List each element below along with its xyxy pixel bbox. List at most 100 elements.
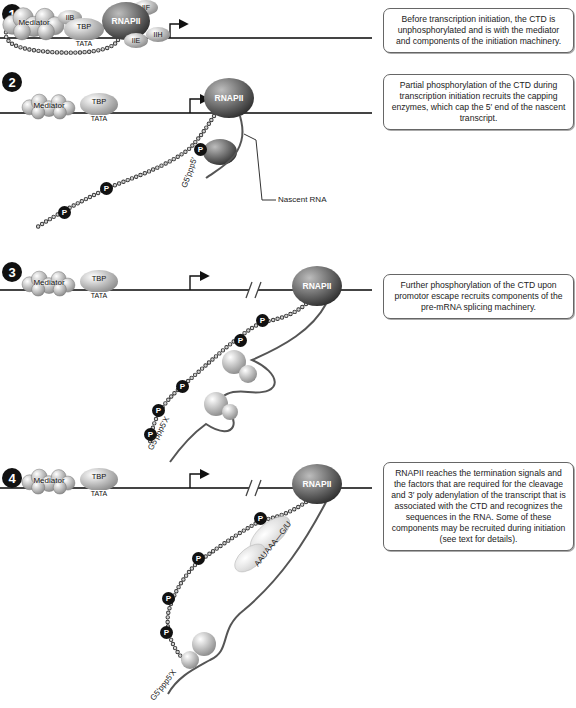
node-text: P [104, 185, 109, 193]
node-text: P [196, 555, 201, 563]
protein-blob: TBP TATA [64, 18, 104, 48]
dna-line [0, 37, 372, 39]
ctd-beads [168, 502, 306, 662]
pre-mrna [168, 502, 326, 694]
pre-mrna [170, 304, 326, 462]
splicing-factor [192, 632, 216, 656]
protein-blob: RNAPII [102, 2, 150, 40]
splicing-factor [181, 651, 199, 669]
node-text: TBP [77, 23, 92, 31]
protein-blob: RNAPII [292, 464, 342, 504]
ctd-beads [150, 304, 306, 444]
node-text: P [198, 146, 203, 154]
node-text: P [156, 407, 161, 415]
circle [100, 182, 113, 195]
node-text: P [166, 595, 171, 603]
splicing-factor [222, 404, 238, 420]
node-text: P [180, 383, 185, 391]
phospho-mark: P [58, 206, 71, 219]
node-text: RNAPII [112, 17, 141, 26]
node-text: TATA [90, 292, 108, 299]
node-text: TATA [90, 490, 108, 497]
phospho-mark: P [254, 512, 267, 525]
factor-blob [146, 27, 170, 42]
polymerase-blob [292, 464, 342, 504]
phospho-mark: P [256, 314, 269, 327]
capping-enzyme [203, 139, 237, 165]
tbp-blob [80, 93, 118, 116]
tss-arrow [190, 474, 207, 488]
ctd-beads [150, 304, 306, 444]
node-text: TATA [90, 115, 108, 122]
circle [2, 468, 22, 488]
tbp-blob [64, 18, 104, 41]
polymerase-blob [292, 266, 342, 306]
node-text: P [62, 209, 67, 217]
circle [256, 314, 269, 327]
node-text: P [164, 629, 169, 637]
factor-blob [124, 33, 148, 48]
circle [176, 380, 189, 393]
circle [160, 626, 173, 639]
node-text: RNAPII [303, 282, 332, 291]
protein-blob: RNAPII [292, 266, 342, 306]
nascent-rna [206, 116, 242, 178]
tss-arrow [170, 24, 186, 38]
ctd-beads [168, 502, 306, 662]
caption-box: RNAPII reaches the termination signals a… [383, 462, 574, 551]
caption-box: Further phosphorylation of the CTD upon … [383, 274, 574, 319]
node-text: RNAPII reaches the termination signals a… [390, 468, 567, 545]
node-text: Mediator [18, 19, 49, 27]
node-text: IIH [154, 31, 163, 38]
protein-blob: IIH [146, 27, 170, 42]
leader-line [244, 134, 276, 200]
protein-blob: TBP TATA [80, 468, 118, 498]
tss-arrow [190, 276, 207, 290]
polymerase-blob [102, 2, 150, 40]
node-text: TBP [92, 275, 107, 283]
node-text: TBP [92, 98, 107, 106]
node-text: Mediator [33, 279, 64, 287]
node-text: IIE [132, 37, 141, 44]
ctd-beads [36, 116, 214, 228]
break-mark [246, 282, 261, 298]
polymerase-blob [204, 78, 254, 118]
circle [2, 72, 22, 92]
node-text: Mediator [33, 477, 64, 485]
circle [234, 334, 247, 347]
break-mark [246, 480, 261, 496]
circle [162, 592, 175, 605]
phospho-mark: P [192, 552, 205, 565]
node-text: RNAPII [215, 94, 244, 103]
protein-blob: Mediator [22, 468, 76, 494]
node-text: P [260, 317, 265, 325]
circle [194, 143, 207, 156]
phospho-mark: P [160, 626, 173, 639]
node-text: 4 [8, 472, 15, 485]
phospho-mark: P [162, 592, 175, 605]
circle [2, 262, 22, 282]
figure-label: Nascent RNA [278, 195, 326, 204]
node-text: TBP [92, 473, 107, 481]
step-number: 4 [2, 468, 22, 488]
protein-blob: IIE [124, 33, 148, 48]
protein-blob: RNAPII [204, 78, 254, 118]
node-text: Before transcription initiation, the CTD… [390, 14, 567, 47]
protein-blob: TBP TATA [80, 270, 118, 300]
node-text: P [258, 515, 263, 523]
tbp-blob [80, 468, 118, 491]
phospho-mark: P [176, 380, 189, 393]
splicing-factor [239, 365, 257, 383]
phospho-mark: P [234, 334, 247, 347]
node-text: Partial phosphorylation of the CTD durin… [390, 80, 567, 124]
caption-box: Partial phosphorylation of the CTD durin… [383, 74, 574, 130]
node-text: TATA [75, 40, 93, 47]
node-text: Further phosphorylation of the CTD upon … [390, 280, 567, 313]
step-number: 3 [2, 262, 22, 282]
step-number: 2 [2, 72, 22, 92]
node-text: P [238, 337, 243, 345]
node-text: Mediator [33, 102, 64, 110]
protein-blob: Mediator [4, 6, 64, 40]
protein-blob: Mediator [22, 93, 76, 119]
